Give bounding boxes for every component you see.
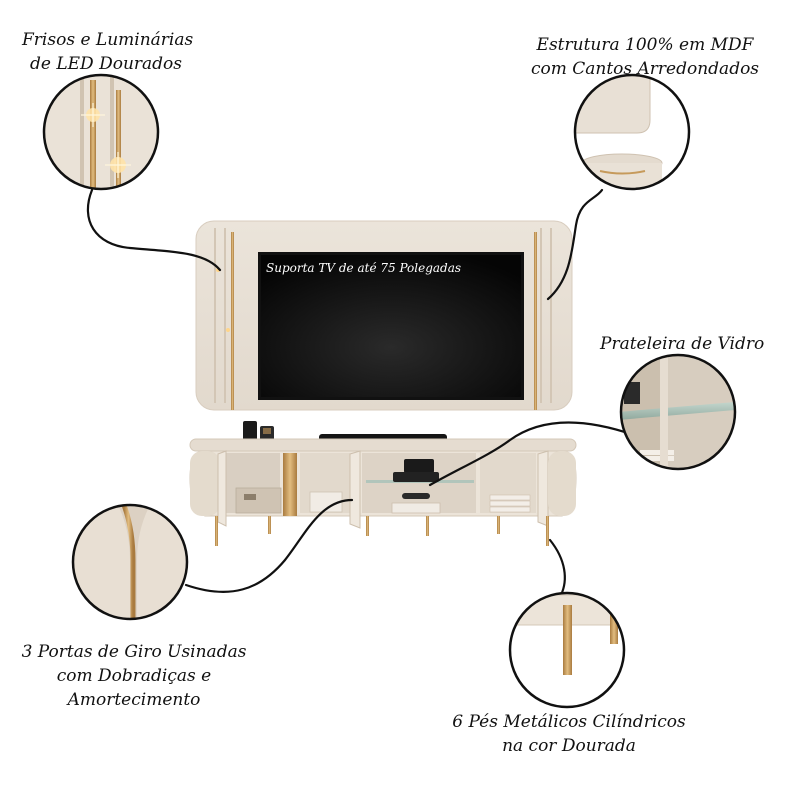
tv-screen — [261, 255, 521, 397]
leader-lines — [86, 188, 636, 597]
callout-feet-line2: na cor Dourada — [502, 736, 636, 756]
callout-doors-line2: com Dobradiças e — [56, 666, 212, 686]
callout-mdf-structure: Estrutura 100% em MDF com Cantos Arredon… — [528, 33, 762, 81]
callout-glass-line1: Prateleira de Vidro — [600, 334, 765, 354]
detail-circle-glass — [619, 353, 737, 471]
callout-metal-feet: 6 Pés Metálicos Cilíndricos na cor Doura… — [446, 710, 692, 758]
detail-circle-door — [71, 503, 189, 621]
callout-led-trims-line1: Frisos e Luminárias — [22, 30, 194, 50]
callout-mdf-line2: com Cantos Arredondados — [530, 59, 760, 79]
callout-glass-shelf: Prateleira de Vidro — [600, 332, 764, 356]
callout-doors-line3: Amortecimento — [67, 690, 201, 710]
callout-mdf-line1: Estrutura 100% em MDF — [536, 35, 754, 55]
detail-circle-led — [42, 73, 160, 191]
callout-swing-doors: 3 Portas de Giro Usinadas com Dobradiças… — [14, 640, 254, 712]
tv-size-caption: Suporta TV de até 75 Polegadas — [266, 261, 462, 275]
leader-mdf — [546, 188, 604, 301]
detail-circle-feet — [508, 591, 626, 709]
leader-led — [86, 188, 222, 272]
detail-circle-mdf — [573, 73, 691, 191]
television — [258, 252, 524, 400]
tv-rack — [189, 438, 577, 546]
leader-door — [184, 498, 354, 593]
leader-feet — [548, 538, 566, 597]
callout-led-trims-line2: de LED Dourados — [30, 54, 182, 74]
callout-led-trims: Frisos e Luminárias de LED Dourados — [22, 28, 193, 76]
leader-glass — [428, 421, 636, 487]
callout-feet-line1: 6 Pés Metálicos Cilíndricos — [452, 712, 686, 732]
callout-doors-line1: 3 Portas de Giro Usinadas — [21, 642, 247, 662]
